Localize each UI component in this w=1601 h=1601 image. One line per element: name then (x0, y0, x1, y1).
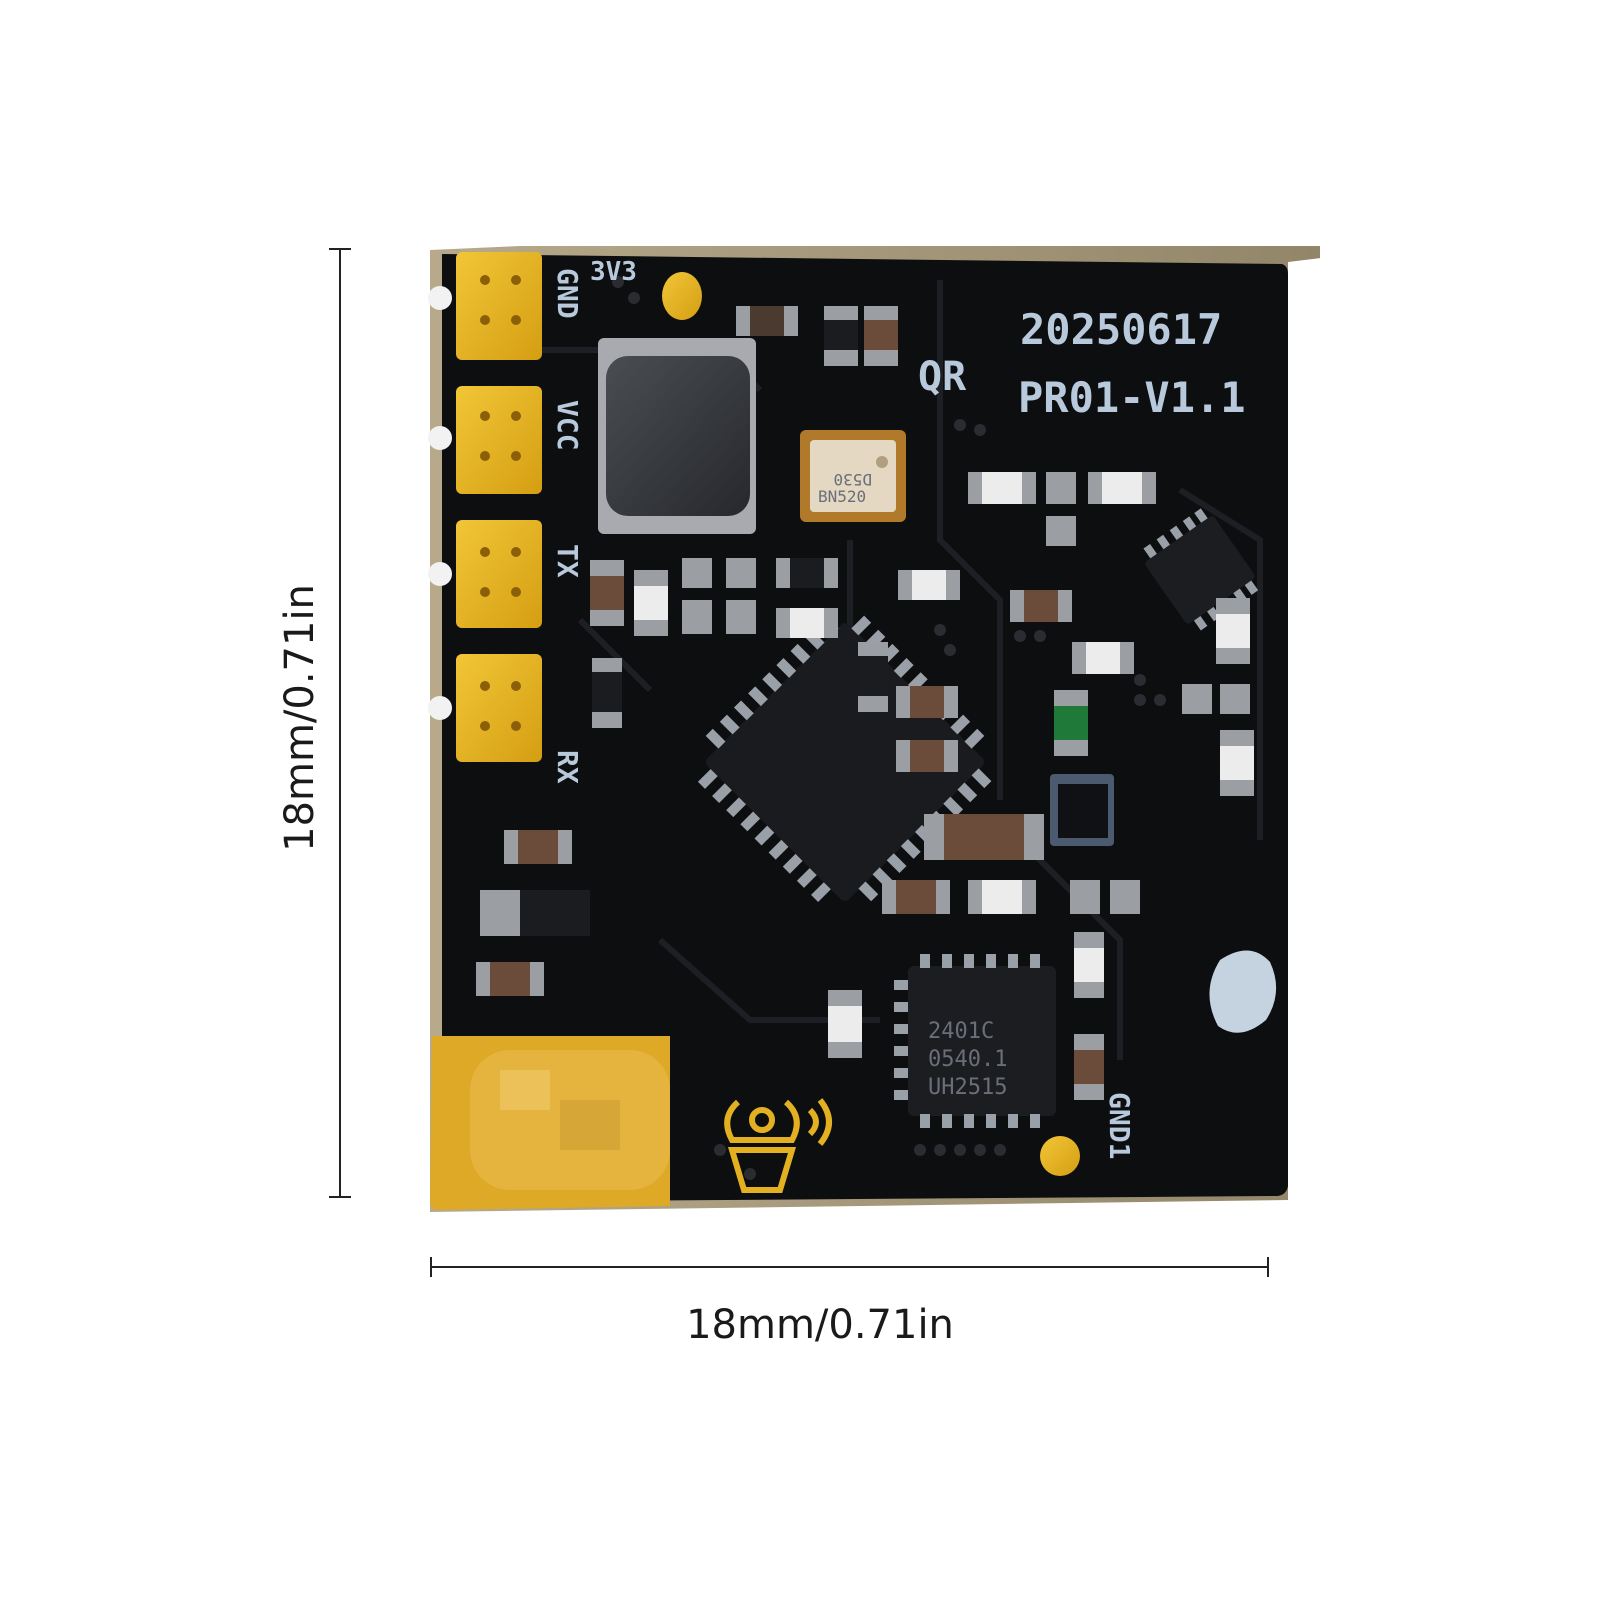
model-label: PR01-V1.1 (1018, 373, 1246, 422)
width-dimension-cap-right (1267, 1257, 1269, 1277)
height-dimension-line (339, 248, 341, 1198)
height-dimension-cap-top (329, 248, 351, 250)
pad-rx (428, 654, 542, 762)
label-3v3: 3V3 (590, 257, 637, 287)
pin-label-rx: RX (551, 750, 584, 784)
crystal-marking-top: D530 (833, 470, 872, 489)
passive-components (476, 306, 1254, 1100)
regulator-chip (1143, 508, 1259, 631)
date-code: 20250617 (1020, 305, 1222, 354)
qr-label: QR (918, 354, 967, 400)
rf-chip (894, 954, 1056, 1128)
width-dimension-line (431, 1266, 1269, 1268)
pad-tx (428, 520, 542, 628)
rf-chip-line-2: 0540.1 (928, 1047, 1007, 1072)
black-ic (1050, 774, 1114, 846)
solder-point (1209, 950, 1277, 1033)
test-pad-3v3 (662, 272, 702, 320)
gnd1-label: GND1 (1103, 1092, 1136, 1159)
board-illustration: 3V3 20250617 PR01-V1.1 QR GND VCC TX RX … (428, 246, 1420, 1212)
pin-label-gnd: GND (551, 268, 584, 319)
pin-label-tx: TX (551, 544, 584, 578)
width-dimension-cap-left (430, 1257, 432, 1277)
width-dimension-label: 18mm/0.71in (686, 1302, 954, 1348)
rf-chip-line-1: 2401C (928, 1019, 994, 1044)
vias (612, 276, 1166, 1180)
test-pad-gnd1 (1040, 1136, 1080, 1176)
pin-pads (428, 252, 542, 762)
receiver-module-board: 3V3 20250617 PR01-V1.1 QR GND VCC TX RX … (420, 240, 1420, 1240)
pin-label-vcc: VCC (551, 400, 584, 451)
rf-chip-line-3: UH2515 (928, 1075, 1007, 1100)
brand-logo (724, 1098, 832, 1193)
pad-vcc (428, 386, 542, 494)
power-inductor (598, 338, 756, 534)
crystal-oscillator (800, 430, 906, 522)
height-dimension-cap-bottom (329, 1196, 351, 1198)
height-dimension-label: 18mm/0.71in (277, 584, 323, 852)
antenna-pad (430, 1036, 670, 1210)
crystal-marking-bottom: BN520 (818, 487, 866, 506)
